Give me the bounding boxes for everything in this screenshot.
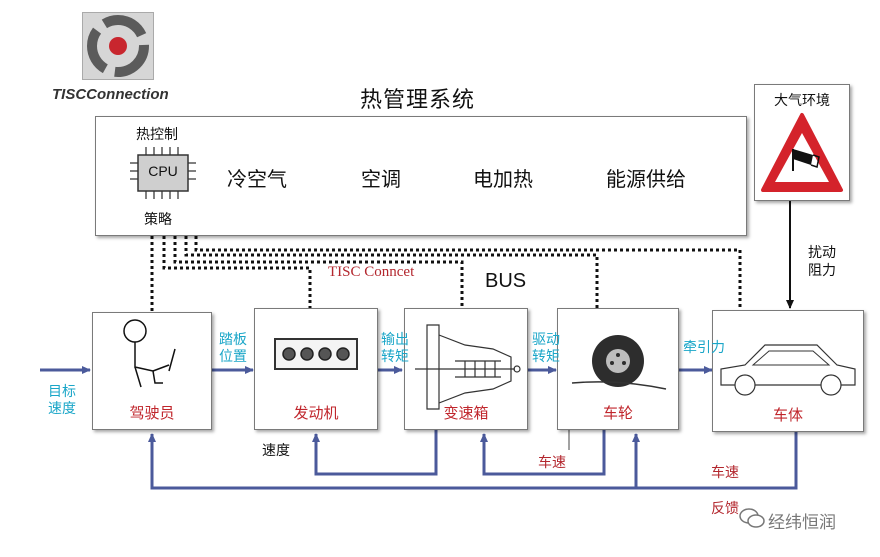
traction-label: 牵引力 [683,340,725,356]
environment-title: 大气环境 [774,93,830,109]
bus-label: BUS [485,270,527,292]
wheel-box: 车轮 [557,308,679,430]
thermal-management-box: 热控制 CPU 策略 冷空气 空调 电加热 能源供给 [95,116,747,236]
bus-dotted-lines [150,236,742,312]
item-air-conditioning: 空调 [361,167,401,191]
logo-icon [87,15,149,77]
driver-label: 驾驶员 [129,404,175,422]
wind-warning-icon [761,113,843,192]
cpu-top-label: 热控制 [136,127,178,143]
item-energy-supply: 能源供给 [606,167,686,191]
car-icon [720,344,856,396]
engine-icon [274,338,358,370]
wheel-speed-label: 车速 [538,455,566,471]
driver-box: 驾驶员 [92,312,212,430]
logo-text: TISCConnection [52,86,169,103]
environment-box: 大气环境 [754,84,850,201]
gearbox-icon [415,324,521,410]
feedback-label: 反馈 [711,501,739,517]
engine-box: 发动机 [254,308,378,430]
pedal-position-label: 踏板 位置 [219,332,247,365]
cpu-label: CPU [148,163,178,179]
engine-label: 发动机 [293,404,339,422]
thermal-title: 热管理系统 [360,88,476,113]
gearbox-label: 变速箱 [443,404,489,422]
feedback-loops [148,430,798,490]
cpu-icon [130,147,196,199]
wechat-icon [739,508,765,528]
gearbox-box: 变速箱 [404,308,528,430]
output-torque-label: 输出 转矩 [381,332,409,365]
item-electric-heating: 电加热 [473,167,533,191]
watermark-text: 经纬恒润 [768,513,836,533]
wheel-icon [571,335,667,390]
body-label: 车体 [772,406,803,424]
logo [82,12,154,80]
drive-torque-label: 驱动 转矩 [532,332,560,365]
watermark: 经纬恒润 [738,506,858,533]
cpu-chip: CPU [128,147,198,199]
speed-label: 速度 [262,443,290,459]
tisc-connect-label: TISC Conncet [328,264,415,280]
body-box: 车体 [712,310,864,432]
target-speed-label: 目标 速度 [48,384,76,417]
body-speed-label: 车速 [711,465,739,481]
driver-icon [123,319,176,388]
cpu-bottom-label: 策略 [144,212,172,228]
wheel-label: 车轮 [602,404,633,422]
disturbance-label: 扰动 阻力 [808,245,836,279]
item-cold-air: 冷空气 [227,167,287,191]
